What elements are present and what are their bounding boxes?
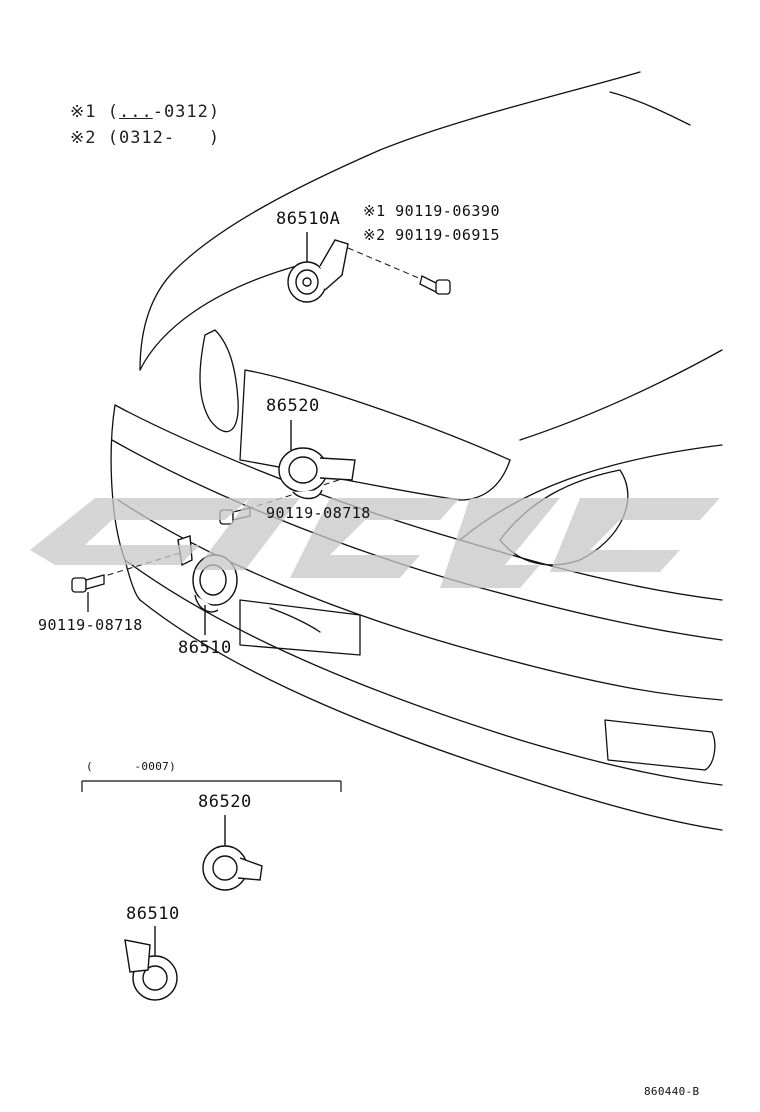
horn-86520-bottom-drawing xyxy=(202,815,263,891)
leader-bolt-mid xyxy=(237,477,346,513)
horn-86510a-drawing xyxy=(287,232,349,303)
bolt-left-drawing xyxy=(71,574,105,612)
label-bolt-note1: ※1 90119-06390 xyxy=(363,202,500,220)
left-headlight xyxy=(199,329,239,433)
note-1-underline: ... xyxy=(118,102,153,122)
bolt-a-drawing xyxy=(419,275,451,295)
note-2-range: (0312- xyxy=(107,128,176,148)
label-bolt-mid: 90119-08718 xyxy=(266,504,371,522)
note-1-mark: ※1 xyxy=(70,102,97,122)
label-86510-bottom: 86510 xyxy=(126,904,180,924)
leader-bolt-a xyxy=(347,247,429,283)
plate-bracket xyxy=(269,607,321,633)
note-2: ※2 (0312- ) xyxy=(70,130,220,147)
label-86520-bottom: 86520 xyxy=(198,792,252,812)
hood-outline xyxy=(139,71,641,371)
figure-code: 860440-B xyxy=(644,1085,700,1098)
horn-86510-bottom-drawing xyxy=(124,926,178,1001)
horn-86520-top-drawing xyxy=(278,420,356,500)
note-2-end: ) xyxy=(175,128,221,148)
note-1-range: ( xyxy=(107,102,119,122)
grille-opening xyxy=(239,369,511,501)
hood-front-edge xyxy=(139,264,301,371)
label-86510a: 86510A xyxy=(276,209,341,229)
bumper-line-3 xyxy=(117,499,723,701)
bumper-lower xyxy=(124,559,723,786)
note-1-end: -0312) xyxy=(152,102,221,122)
note-1: ※1 (...-0312) xyxy=(70,104,220,121)
note-2-mark: ※2 xyxy=(70,128,97,148)
label-bolt-note2: ※2 90119-06915 xyxy=(363,226,500,244)
bumper-bottom xyxy=(139,599,723,831)
label-bolt-left: 90119-08718 xyxy=(38,616,143,634)
label-86520-top: 86520 xyxy=(266,396,320,416)
fog-lamp xyxy=(604,719,716,771)
plate-recess xyxy=(239,599,361,656)
label-86510-top: 86510 xyxy=(178,638,232,658)
fender-line xyxy=(519,349,723,441)
bumper-left-edge xyxy=(110,404,141,601)
bumper-top xyxy=(114,404,723,601)
variant-bracket xyxy=(81,780,342,792)
watermark-logo xyxy=(30,498,720,588)
hood-centerline xyxy=(609,91,691,126)
label-variant-range: ( -0007) xyxy=(86,760,176,773)
